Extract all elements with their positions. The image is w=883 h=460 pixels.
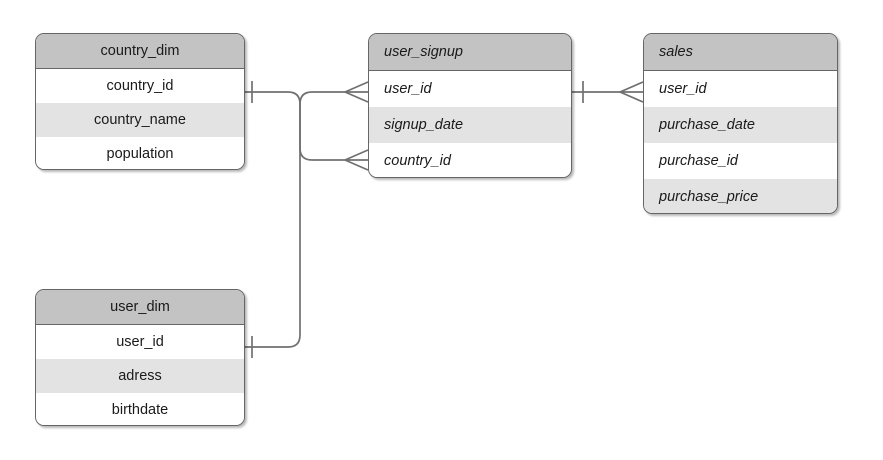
field-sales-purchase_id[interactable]: purchase_id (644, 143, 837, 179)
entity-title-user_dim: user_dim (36, 290, 244, 325)
field-user_signup-user_id[interactable]: user_id (369, 71, 571, 107)
cardinality-many-sales-user_id (619, 81, 644, 103)
cardinality-many-user_signup-user_id (344, 81, 369, 103)
cardinality-many-user_signup-country_id (344, 149, 369, 171)
field-user_dim-user_id[interactable]: user_id (36, 325, 244, 359)
entity-title-country_dim: country_dim (36, 34, 244, 69)
field-user_signup-signup_date[interactable]: signup_date (369, 107, 571, 143)
field-sales-purchase_date[interactable]: purchase_date (644, 107, 837, 143)
field-user_dim-birthdate[interactable]: birthdate (36, 393, 244, 425)
connector-country_dim-user_signup (245, 91, 345, 161)
entity-title-sales: sales (644, 34, 837, 71)
field-country_dim-country_name[interactable]: country_name (36, 103, 244, 137)
connector-user_dim-user_signup (245, 91, 345, 348)
field-sales-purchase_price[interactable]: purchase_price (644, 179, 837, 213)
field-country_dim-population[interactable]: population (36, 137, 244, 169)
field-user_dim-adress[interactable]: adress (36, 359, 244, 393)
field-user_signup-country_id[interactable]: country_id (369, 143, 571, 177)
entity-title-user_signup: user_signup (369, 34, 571, 71)
field-sales-user_id[interactable]: user_id (644, 71, 837, 107)
field-country_dim-country_id[interactable]: country_id (36, 69, 244, 103)
